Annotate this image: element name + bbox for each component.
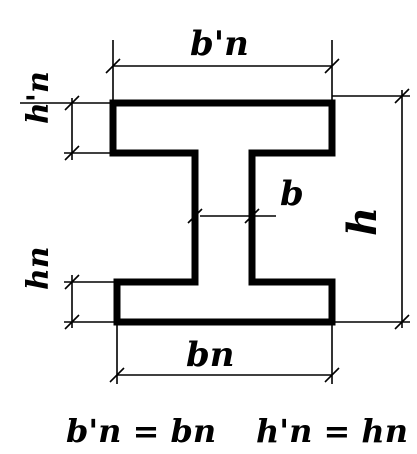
- label-bottom-flange-width: bn: [186, 335, 235, 375]
- tick: [324, 58, 340, 74]
- tick: [394, 88, 410, 104]
- tick: [64, 95, 80, 111]
- tick: [187, 208, 203, 224]
- tick: [324, 367, 340, 383]
- tick: [64, 274, 80, 290]
- tick: [394, 314, 410, 330]
- equation-width: b'n = bn: [66, 412, 216, 450]
- tick: [109, 367, 125, 383]
- label-bottom-flange-height: hn: [21, 246, 56, 290]
- tick: [244, 208, 260, 224]
- label-top-flange-width: b'n: [190, 24, 249, 64]
- tick: [64, 314, 80, 330]
- label-web-thickness: b: [280, 174, 304, 214]
- label-top-flange-height: h'n: [21, 71, 56, 124]
- tick: [105, 58, 121, 74]
- label-total-height: h: [339, 207, 386, 236]
- tick: [64, 145, 80, 161]
- equation-height: h'n = hn: [256, 412, 408, 450]
